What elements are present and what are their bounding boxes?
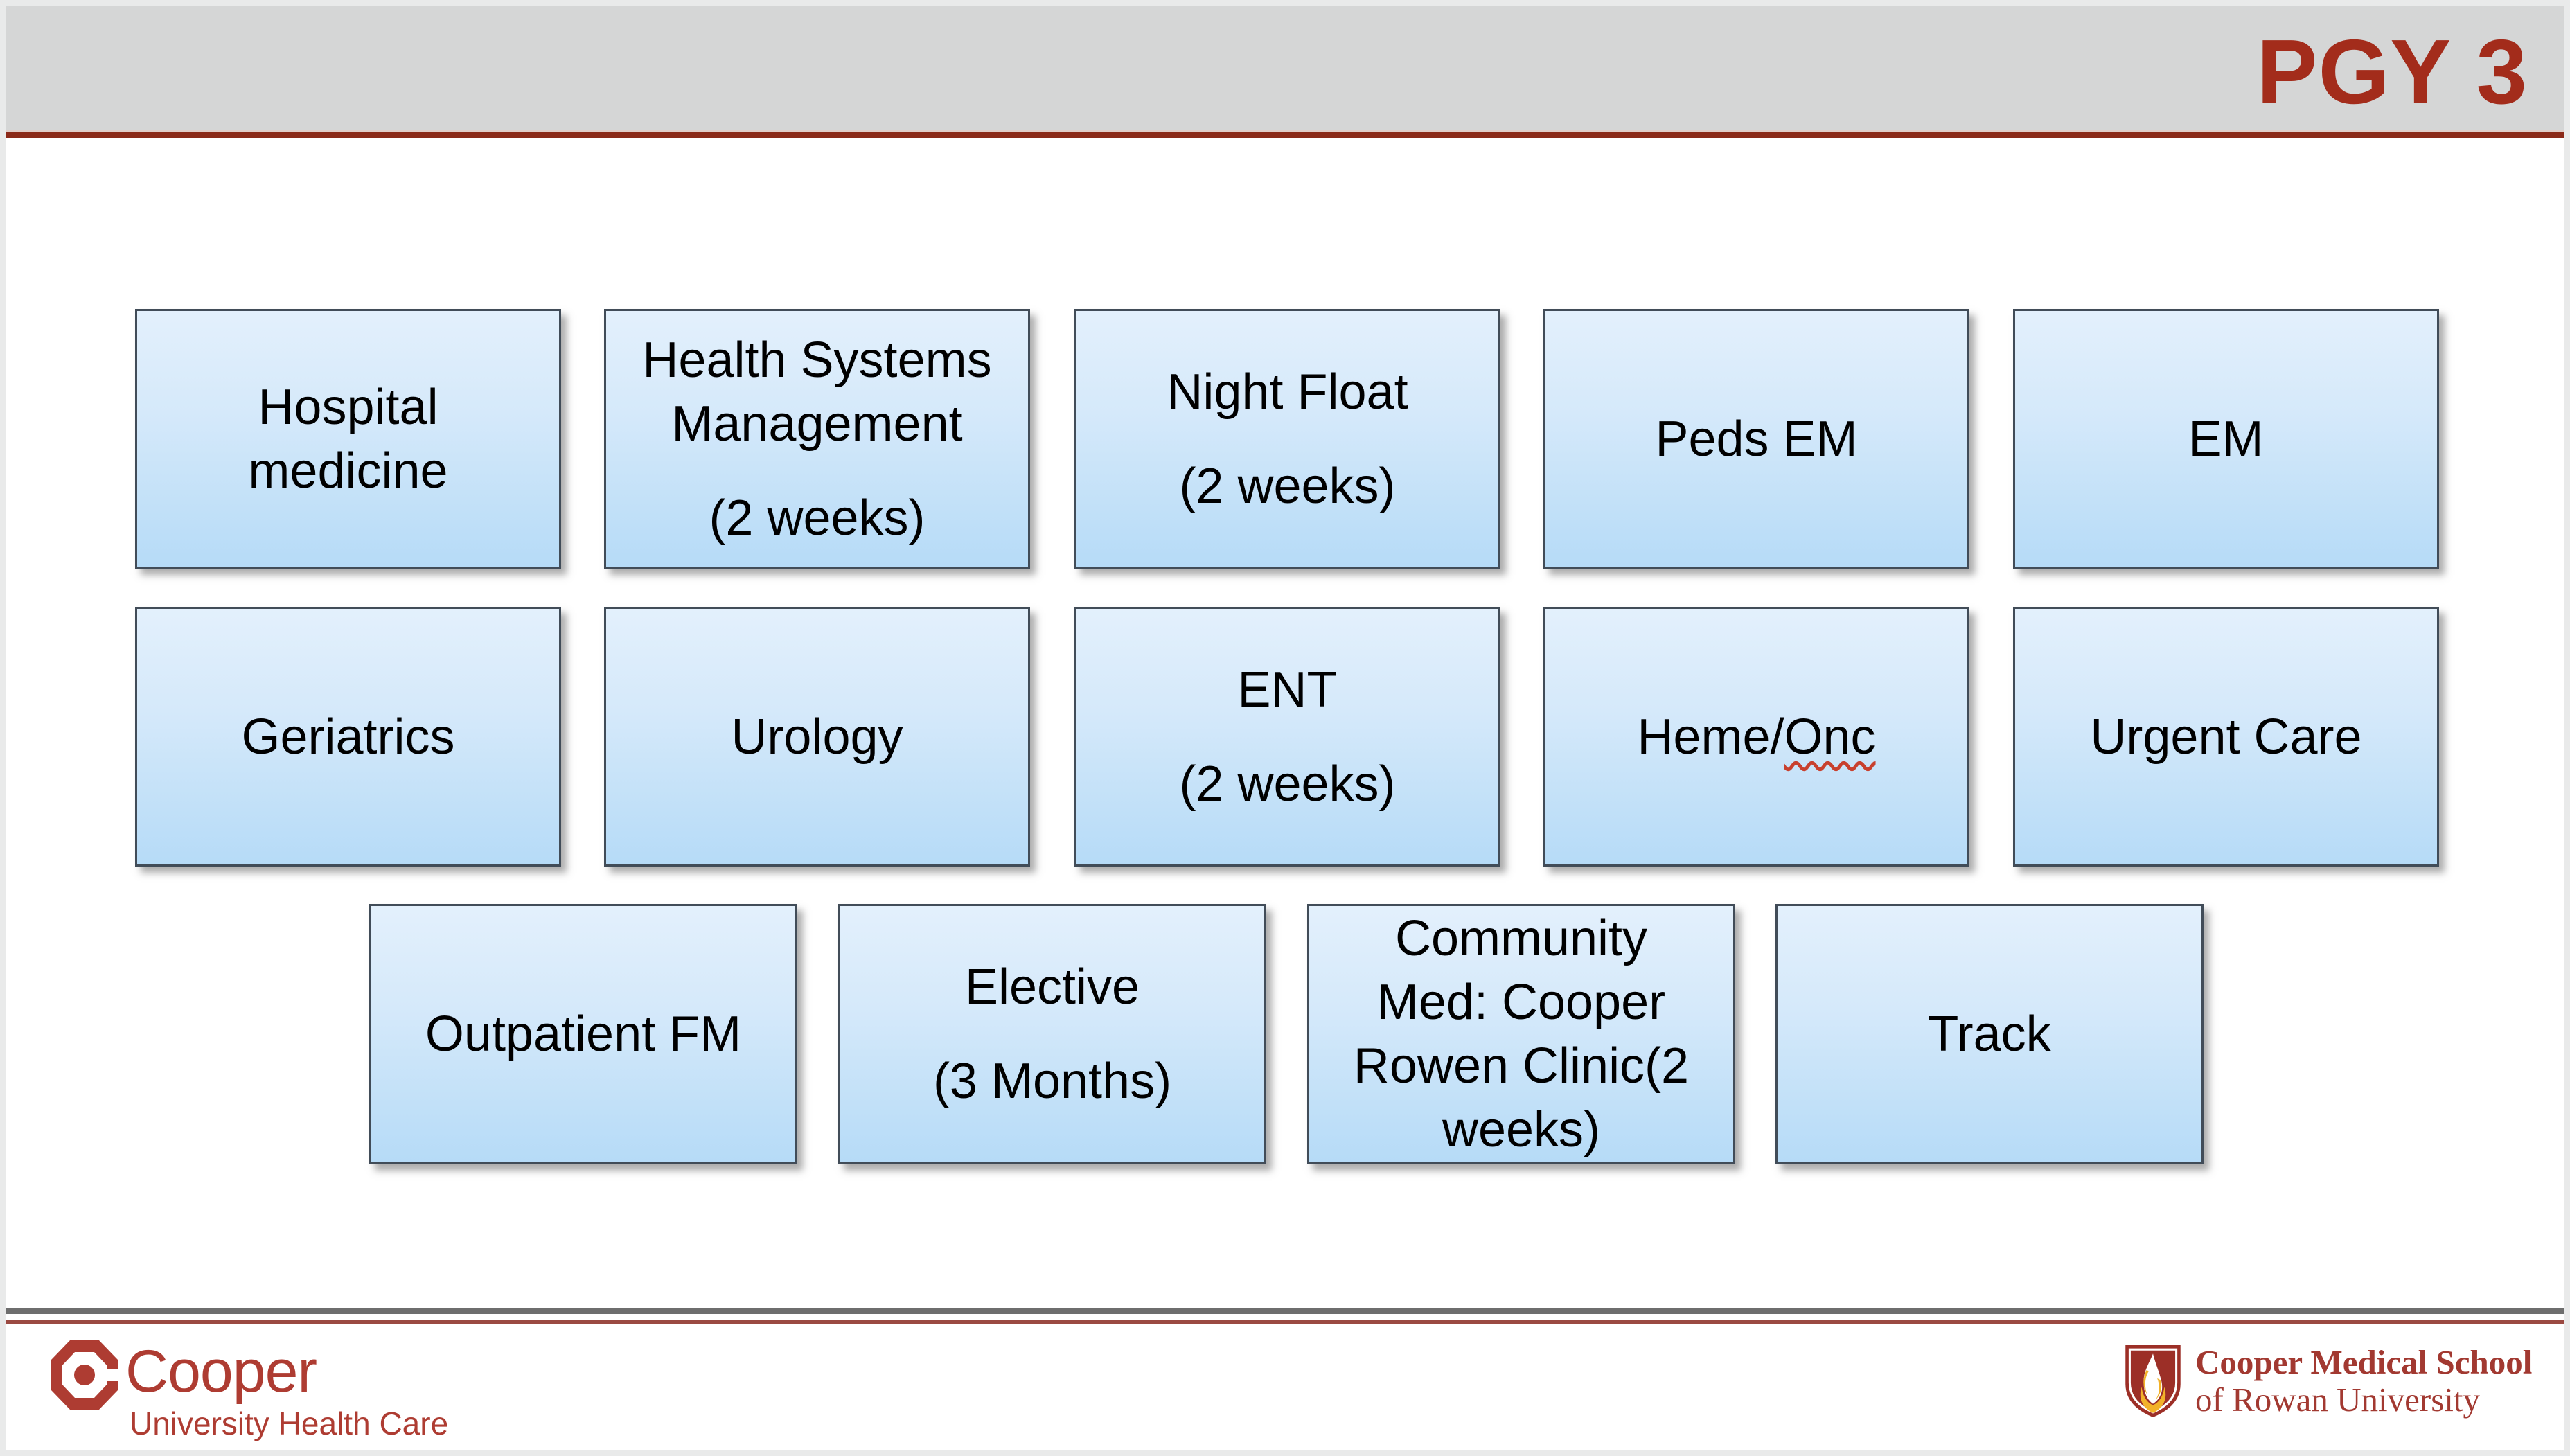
box-label: weeks) <box>1442 1102 1601 1157</box>
cooper-logo-name: Cooper <box>125 1338 317 1405</box>
box-label: Peds EM <box>1655 411 1858 467</box>
rotation-box-urology: Urology <box>604 607 1030 867</box>
header-rule-red <box>6 132 2564 138</box>
slide-canvas: PGY 3 Hospital medicine Health Systems M… <box>6 6 2564 1450</box>
footer-red-rule <box>6 1320 2564 1324</box>
box-duration: (2 weeks) <box>709 490 925 546</box>
box-label: Urology <box>731 709 903 765</box>
box-label: Geriatrics <box>241 709 455 765</box>
cmsru-logo-line1: Cooper Medical School <box>2195 1343 2533 1381</box>
rotation-box-geriatrics: Geriatrics <box>135 607 561 867</box>
header-rule-highlight <box>6 130 2564 132</box>
footer-gray-bar <box>6 1308 2564 1314</box>
rotation-box-ent: ENT (2 weeks) <box>1074 607 1500 867</box>
box-label: Management <box>671 396 963 452</box>
rotation-box-urgent-care: Urgent Care <box>2013 607 2439 867</box>
rotation-box-heme-onc: Heme/Onc <box>1543 607 1969 867</box>
box-label: Elective <box>964 959 1140 1015</box>
box-label: Rowen Clinic(2 <box>1353 1038 1690 1094</box>
cooper-logo-subtitle: University Health Care <box>130 1405 449 1441</box>
box-duration: (2 weeks) <box>1179 458 1396 514</box>
box-label: medicine <box>248 443 448 499</box>
box-label-part: Heme/ <box>1637 709 1784 765</box>
box-label: Hospital <box>258 379 438 435</box>
box-duration: (2 weeks) <box>1179 756 1396 812</box>
rotation-box-peds-em: Peds EM <box>1543 309 1969 569</box>
box-label: Med: Cooper <box>1376 975 1666 1030</box>
box-label: Heme/Onc <box>1637 705 1875 769</box>
misspelled-word: Onc <box>1784 709 1876 765</box>
rotation-box-night-float: Night Float (2 weeks) <box>1074 309 1500 569</box>
rotation-box-track: Track <box>1775 904 2204 1164</box>
cmsru-shield-flame-icon <box>2125 1345 2181 1417</box>
cmsru-logo: Cooper Medical School of Rowan Universit… <box>2123 1343 2532 1419</box>
header-band: PGY 3 <box>6 6 2564 130</box>
box-label: Outpatient FM <box>425 1006 742 1062</box>
box-label: Urgent Care <box>2090 709 2362 765</box>
box-label: ENT <box>1237 662 1338 718</box>
cooper-logo: Cooper University Health Care <box>49 1338 448 1441</box>
page-title: PGY 3 <box>2256 20 2528 123</box>
box-label: Track <box>1928 1006 2051 1062</box>
rotation-box-health-systems-management: Health Systems Management (2 weeks) <box>604 309 1030 569</box>
cmsru-logo-line2: of Rowan University <box>2195 1380 2480 1419</box>
box-label: Health Systems <box>642 332 992 388</box>
rotation-box-outpatient-fm: Outpatient FM <box>369 904 797 1164</box>
rotation-box-hospital-medicine: Hospital medicine <box>135 309 561 569</box>
rotation-box-em: EM <box>2013 309 2439 569</box>
box-label: Community <box>1394 911 1648 966</box>
box-label: Night Float <box>1167 364 1408 420</box>
rotation-box-elective: Elective (3 Months) <box>838 904 1266 1164</box>
rotation-box-community-med: Community Med: Cooper Rowen Clinic(2 wee… <box>1307 904 1735 1164</box>
box-label: EM <box>2188 411 2264 467</box>
box-duration: (3 Months) <box>932 1054 1172 1109</box>
cooper-octagon-c-icon <box>51 1340 119 1410</box>
